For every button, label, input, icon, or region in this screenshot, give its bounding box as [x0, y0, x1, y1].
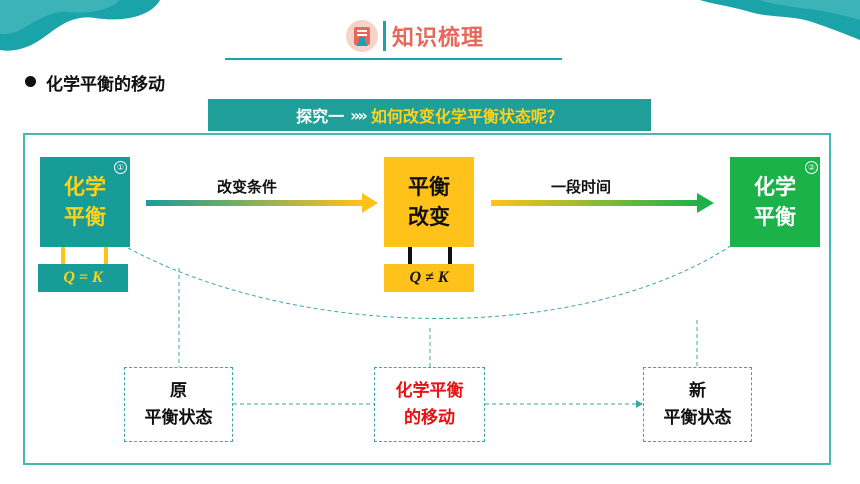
new-line2: 平衡状态 — [663, 407, 732, 428]
explore-question: 如何改变化学平衡状态呢？ — [370, 107, 563, 126]
equation-q-not-equal-k: Q ≠ K — [384, 264, 474, 292]
box3-line1: 化学 — [754, 175, 796, 199]
equation-q-equals-k: Q = K — [38, 264, 128, 292]
box2-line1: 平衡 — [408, 175, 450, 199]
diagram-frame — [23, 133, 831, 465]
double-chevron-icon: »» — [350, 105, 368, 125]
bullet-dot — [25, 76, 36, 87]
new-line1: 新 — [689, 380, 706, 401]
explore-banner: 探究一 »» 如何改变化学平衡状态呢？ — [208, 99, 651, 131]
orig-line2: 平衡状态 — [144, 407, 213, 428]
equilibrium-shift-box: 化学平衡 的移动 — [374, 367, 485, 442]
arrow-label-change-condition: 改变条件 — [217, 178, 278, 196]
title-underline — [225, 58, 562, 60]
new-state-box: 新 平衡状态 — [643, 367, 752, 442]
orig-line1: 原 — [170, 380, 187, 401]
shift-line1: 化学平衡 — [395, 380, 464, 401]
badge-one: ① — [114, 161, 127, 174]
explore-prefix: 探究一 — [296, 107, 345, 126]
badge-two: ② — [805, 161, 818, 174]
section-heading: 化学平衡的移动 — [46, 75, 165, 95]
flask-book-icon — [345, 19, 379, 53]
new-equilibrium-box: 化学 平衡 — [730, 157, 820, 247]
box1-line2: 平衡 — [64, 205, 106, 229]
title-divider — [383, 21, 386, 51]
page-header: 知识梳理 — [345, 16, 484, 56]
page-title: 知识梳理 — [392, 26, 485, 51]
equilibrium-change-box: 平衡 改变 — [384, 157, 474, 247]
arrow-label-time: 一段时间 — [551, 178, 612, 196]
box1-line1: 化学 — [64, 175, 106, 199]
shift-line2: 的移动 — [404, 407, 455, 428]
box2-line2: 改变 — [408, 205, 450, 229]
original-state-box: 原 平衡状态 — [124, 367, 233, 442]
box3-line2: 平衡 — [754, 205, 796, 229]
